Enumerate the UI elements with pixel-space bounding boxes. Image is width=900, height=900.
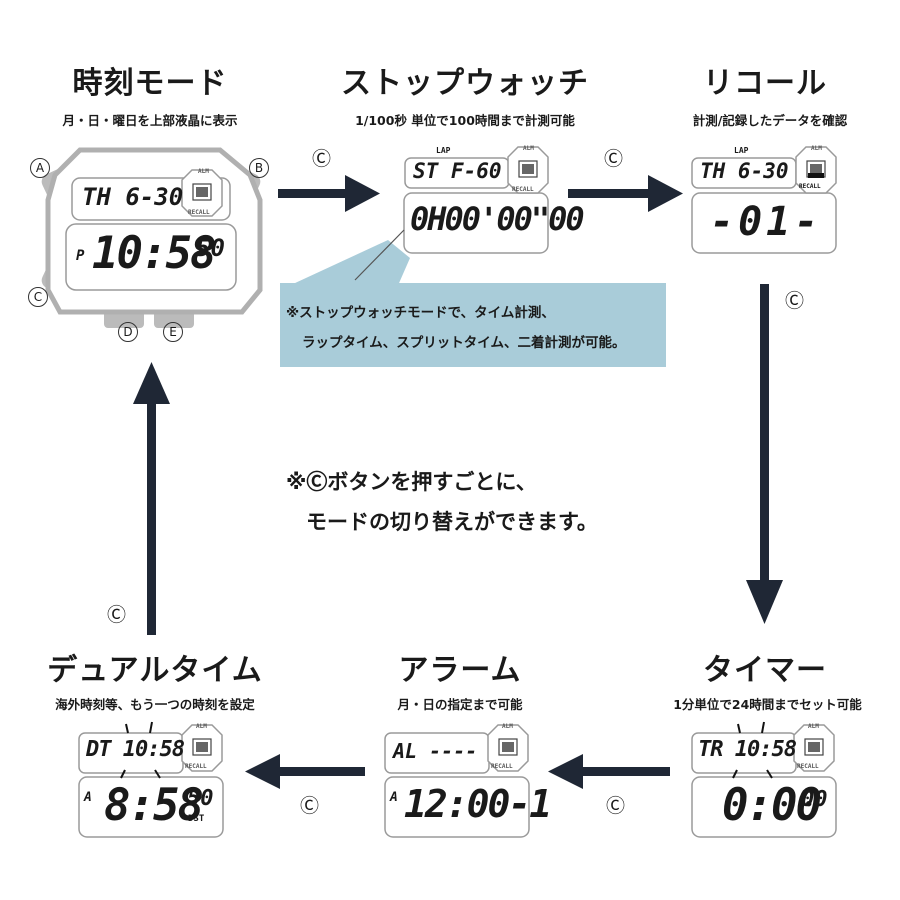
recall-label: RECALL	[491, 763, 513, 770]
alm-label: ALM	[811, 145, 822, 152]
mode-title-timer: タイマー	[703, 653, 827, 688]
mode-title-dual-time: デュアルタイム	[47, 653, 263, 688]
lcd-main-timekeeping: 10:58	[92, 228, 216, 279]
lcd-upper-dual-time: DT 10:58	[86, 737, 185, 762]
lcd-upper-timekeeping: TH 6-30	[82, 183, 184, 211]
lcd-main-alarm: 12:00-1	[404, 782, 552, 826]
lcd-am-indicator: A	[390, 790, 398, 805]
lcd-main-dual-time: 8:58	[104, 780, 204, 831]
alm-label: ALM	[196, 723, 207, 730]
recall-label: RECALL	[799, 183, 821, 190]
mode-subtitle-alarm: 月・日の指定まで可能	[397, 697, 523, 712]
arrow-c-label-3: Ⓒ	[785, 290, 805, 312]
watch-dual-time	[78, 721, 224, 838]
lcd-seconds-timer: 00	[801, 787, 828, 812]
button-c-label: C	[28, 286, 48, 307]
lcd-am-indicator: A	[84, 790, 92, 805]
mode-title-alarm: アラーム	[398, 653, 522, 688]
lcd-main-stopwatch: 0H00'00"00	[410, 200, 585, 238]
lcd-upper-alarm: AL ----	[393, 739, 478, 763]
button-a-label: A	[30, 157, 50, 178]
button-b-label: B	[249, 157, 269, 178]
lap-label: LAP	[436, 146, 451, 155]
lcd-seconds-dual-time: 50	[187, 786, 214, 811]
mode-subtitle-recall: 計測/記録したデータを確認	[692, 113, 848, 128]
arrow-c-label-5: Ⓒ	[300, 795, 320, 817]
recall-label: RECALL	[797, 763, 819, 770]
mode-title-recall: リコール	[703, 66, 827, 101]
button-d-label: D	[118, 321, 138, 342]
button-e-label: E	[163, 321, 183, 342]
recall-label: RECALL	[512, 186, 534, 193]
lcd-seconds-timekeeping: 50	[196, 234, 225, 262]
callout-line-2: ラップタイム、スプリットタイム、二着計測が可能。	[302, 335, 626, 351]
callout-line-1: ※ストップウォッチモードで、タイム計測、	[286, 305, 555, 321]
mode-title-stopwatch: ストップウォッチ	[341, 66, 589, 101]
recall-label: RECALL	[185, 763, 207, 770]
watch-timekeeping	[41, 147, 263, 328]
mode-subtitle-timer: 1分単位で24時間までセット可能	[673, 697, 862, 712]
lcd-main-recall: -01-	[710, 199, 823, 245]
arrow-c-label-4: Ⓒ	[606, 795, 626, 817]
mode-subtitle-dual-time: 海外時刻等、もう一つの時刻を設定	[55, 697, 255, 712]
watch-stopwatch	[280, 146, 549, 290]
lcd-upper-recall: TH 6-30	[700, 159, 789, 183]
lcd-upper-timer: TR 10:58	[698, 737, 797, 762]
arrow-c-label-1: Ⓒ	[312, 148, 332, 170]
dst-indicator: DST	[188, 814, 205, 824]
lap-label: LAP	[734, 146, 749, 155]
recall-label: RECALL	[188, 209, 210, 216]
mode-subtitle-stopwatch: 1/100秒 単位で100時間まで計測可能	[355, 113, 575, 128]
stopwatch-callout: ※ストップウォッチモードで、タイム計測、 ラップタイム、スプリットタイム、二着計…	[280, 283, 666, 367]
arrow-c-label-2: Ⓒ	[604, 148, 624, 170]
watch-alarm	[384, 724, 530, 838]
alm-label: ALM	[808, 723, 819, 730]
mode-title-timekeeping: 時刻モード	[72, 66, 228, 101]
alm-label: ALM	[502, 723, 513, 730]
lcd-upper-stopwatch: ST F-60	[413, 159, 502, 183]
watch-recall	[691, 146, 837, 254]
watch-timer	[691, 721, 837, 838]
lcd-pm-indicator: P	[76, 248, 85, 264]
alm-label: ALM	[198, 168, 209, 175]
lcd-main-timer: 0:00	[722, 780, 822, 831]
arrow-c-label-6: Ⓒ	[107, 604, 127, 626]
flow-arrows	[133, 175, 783, 789]
note-line-2: モードの切り替えができます。	[306, 510, 598, 534]
alm-label: ALM	[523, 145, 534, 152]
mode-subtitle-timekeeping: 月・日・曜日を上部液晶に表示	[62, 113, 238, 128]
note-line-1: ※Ⓒボタンを押すごとに、	[286, 470, 537, 494]
